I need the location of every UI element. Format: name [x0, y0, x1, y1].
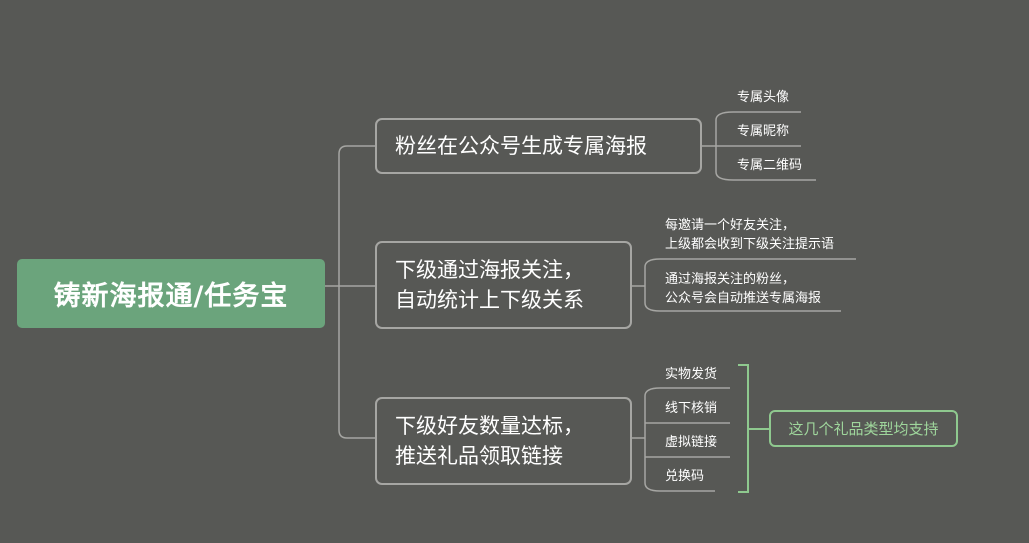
- branch-label-line-1: 下级好友数量达标，: [395, 414, 584, 438]
- branch-label-line-2: 自动统计上下级关系: [395, 288, 584, 312]
- branch-label-line-2: 推送礼品领取链接: [395, 444, 563, 468]
- leaf-label: 虚拟链接: [665, 435, 718, 450]
- leaf-label-line-2: 公众号会自动推送专属海报: [665, 291, 822, 306]
- leaf-label-line-2: 上级都会收到下级关注提示语: [665, 237, 835, 252]
- branch-gift-link[interactable]: 下级好友数量达标， 推送礼品领取链接: [375, 397, 632, 485]
- leaf-virtual-link[interactable]: 虚拟链接: [665, 433, 717, 453]
- leaf-label: 专属昵称: [737, 124, 790, 139]
- leaf-redeem-code[interactable]: 兑换码: [665, 467, 704, 487]
- root-title: 铸新海报通/任务宝: [53, 281, 289, 312]
- leaf-nickname[interactable]: 专属昵称: [737, 122, 789, 142]
- branch-auto-stats[interactable]: 下级通过海报关注， 自动统计上下级关系: [375, 241, 632, 329]
- leaf-invite-notice[interactable]: 每邀请一个好友关注， 上级都会收到下级关注提示语: [665, 216, 834, 254]
- leaf-label: 实物发货: [665, 367, 718, 382]
- leaf-physical-shipping[interactable]: 实物发货: [665, 365, 717, 385]
- connector-trunk: [338, 145, 375, 439]
- summary-callout[interactable]: 这几个礼品类型均支持: [769, 410, 958, 447]
- leaf-label-line-1: 通过海报关注的粉丝，: [665, 272, 796, 287]
- connector-b3-leaves: [644, 387, 661, 492]
- leaf-offline-redeem[interactable]: 线下核销: [665, 399, 717, 419]
- root-topic[interactable]: 铸新海报通/任务宝: [17, 259, 325, 328]
- summary-bracket: [738, 364, 749, 493]
- branch-label-line-1: 下级通过海报关注，: [395, 258, 584, 282]
- leaf-qrcode[interactable]: 专属二维码: [737, 156, 802, 176]
- summary-label: 这几个礼品类型均支持: [788, 420, 939, 438]
- leaf-label-line-1: 每邀请一个好友关注，: [665, 218, 796, 233]
- leaf-label: 专属头像: [737, 90, 790, 105]
- leaf-avatar[interactable]: 专属头像: [737, 88, 789, 108]
- branch-label: 粉丝在公众号生成专属海报: [395, 134, 647, 158]
- leaf-label: 兑换码: [665, 469, 705, 484]
- branch-fan-poster[interactable]: 粉丝在公众号生成专属海报: [375, 118, 702, 174]
- connector-b2-leaves: [644, 258, 661, 312]
- leaf-auto-push[interactable]: 通过海报关注的粉丝， 公众号会自动推送专属海报: [665, 270, 821, 308]
- leaf-label: 专属二维码: [737, 158, 803, 173]
- leaf-label: 线下核销: [665, 401, 718, 416]
